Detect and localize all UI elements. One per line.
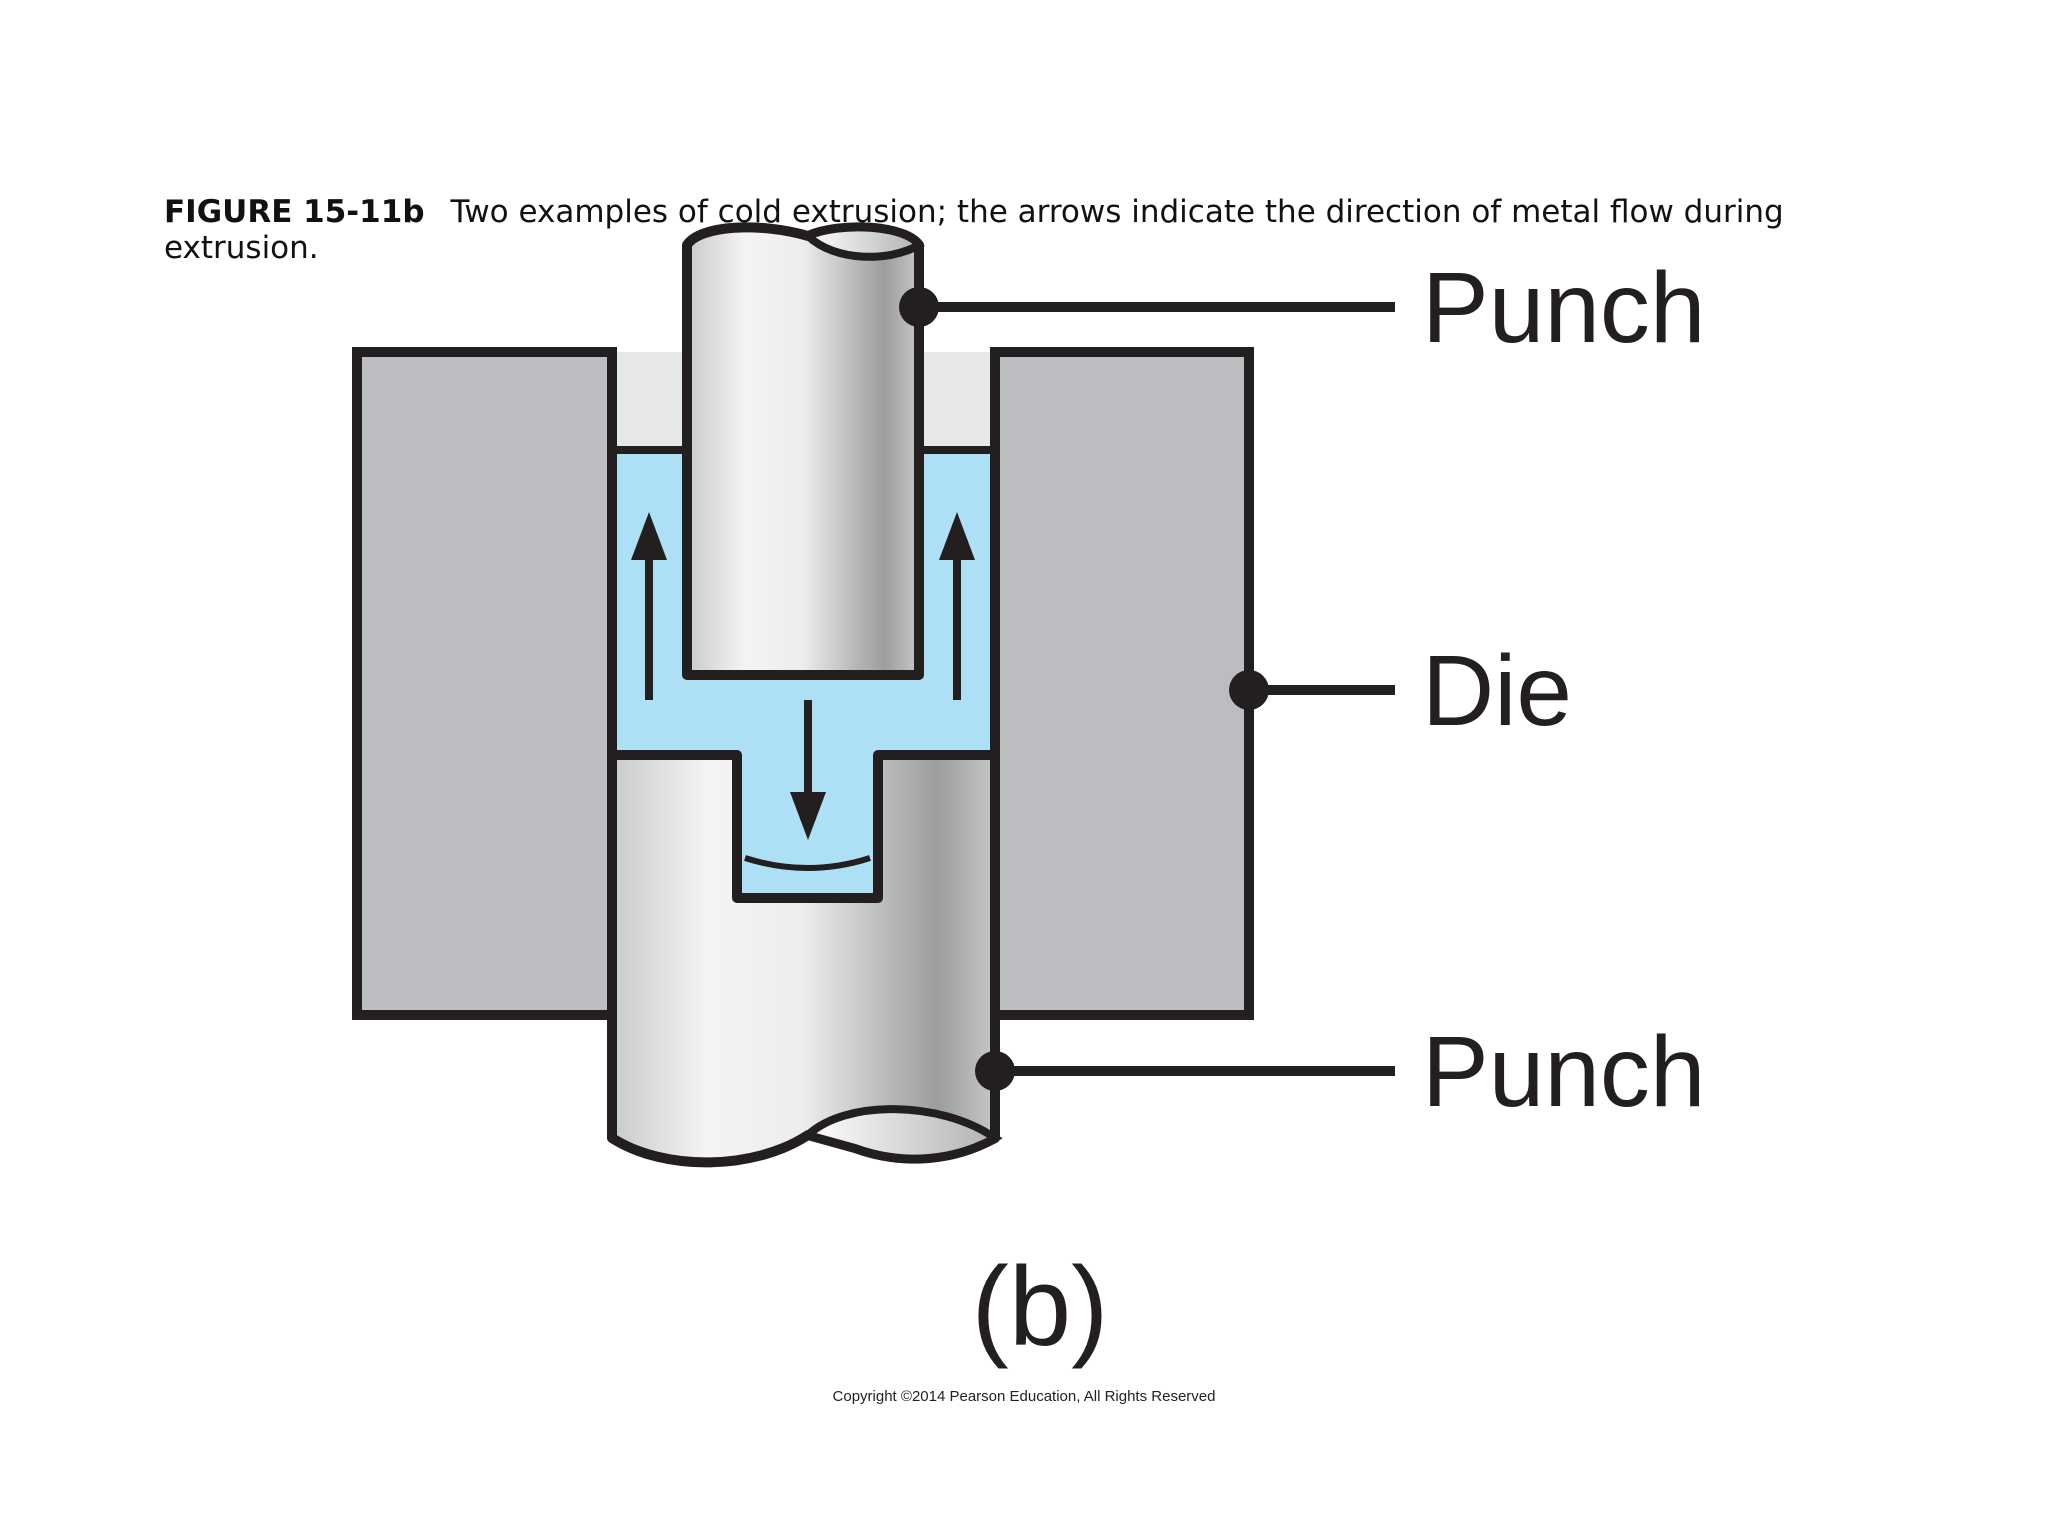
label-die: Die xyxy=(1422,635,1572,747)
cavity-meniscus xyxy=(744,855,871,871)
callout-top-punch xyxy=(899,287,1395,327)
label-top-punch: Punch xyxy=(1422,252,1706,364)
figure-caption-text: Two examples of cold extrusion; the arro… xyxy=(164,194,1784,266)
subfigure-label: (b) xyxy=(972,1244,1109,1369)
flow-arrow-up-right xyxy=(939,512,975,700)
label-bottom-punch: Punch xyxy=(1422,1016,1706,1128)
top-punch xyxy=(682,222,924,680)
flow-arrow-up-left xyxy=(631,512,667,700)
die-left-block xyxy=(352,347,617,1020)
top-punch-end-face xyxy=(800,223,925,261)
die-right-block xyxy=(990,347,1254,1020)
copyright-notice: Copyright ©2014 Pearson Education, All R… xyxy=(832,1388,1216,1405)
bottom-punch-end-face xyxy=(800,1105,1003,1163)
callout-die xyxy=(1229,670,1395,710)
callout-bottom-punch xyxy=(975,1051,1395,1091)
figure-number: FIGURE 15-11b xyxy=(164,194,425,230)
flow-arrow-down xyxy=(790,700,826,840)
